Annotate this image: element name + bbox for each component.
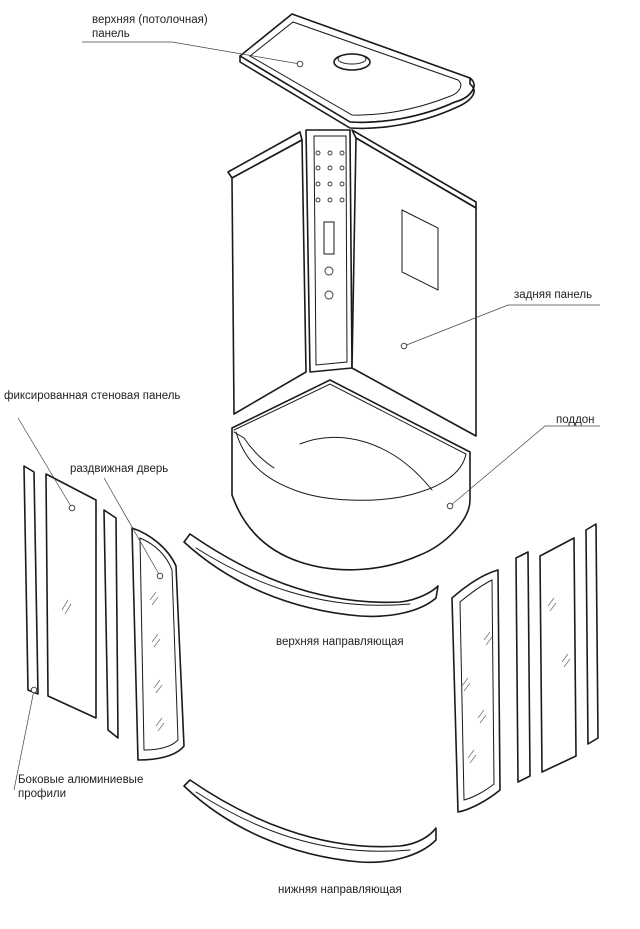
left-side-profile	[23, 465, 39, 695]
nozzle-icons	[315, 150, 345, 203]
ceiling-panel	[239, 13, 475, 130]
right-sliding-door	[451, 569, 501, 813]
right-fixed-panel	[539, 537, 577, 773]
label-sliding-door: раздвижная дверь	[70, 463, 169, 475]
label-side-profiles-line2: профили	[18, 788, 67, 800]
label-tray: поддон	[556, 414, 595, 426]
left-fixed-panel	[45, 473, 97, 719]
label-back-panel: задняя панель	[514, 289, 593, 301]
label-ceiling-panel-line2: панель	[92, 28, 130, 40]
knob-icon	[324, 266, 334, 276]
left-inner-profile	[103, 509, 119, 739]
leader-lines	[13, 41, 600, 791]
lower-guide	[183, 779, 437, 864]
label-side-profiles-line1: Боковые алюминиевые	[18, 774, 144, 786]
label-upper-guide: верхняя направляющая	[276, 636, 404, 648]
label-lower-guide: нижняя направляющая	[278, 884, 402, 896]
upper-guide	[183, 533, 439, 618]
back-panel	[227, 129, 477, 437]
label-ceiling-panel-line1: верхняя (потолочная)	[92, 14, 208, 26]
right-side-profile	[585, 523, 599, 745]
label-fixed-wall-panel: фиксированная стеновая панель	[4, 390, 181, 402]
tray	[231, 379, 471, 571]
right-inner-profile	[515, 551, 531, 783]
knob-icon	[324, 290, 334, 300]
left-sliding-door	[131, 527, 185, 761]
callout-dots	[30, 60, 454, 694]
control-screen-icon	[323, 221, 335, 255]
